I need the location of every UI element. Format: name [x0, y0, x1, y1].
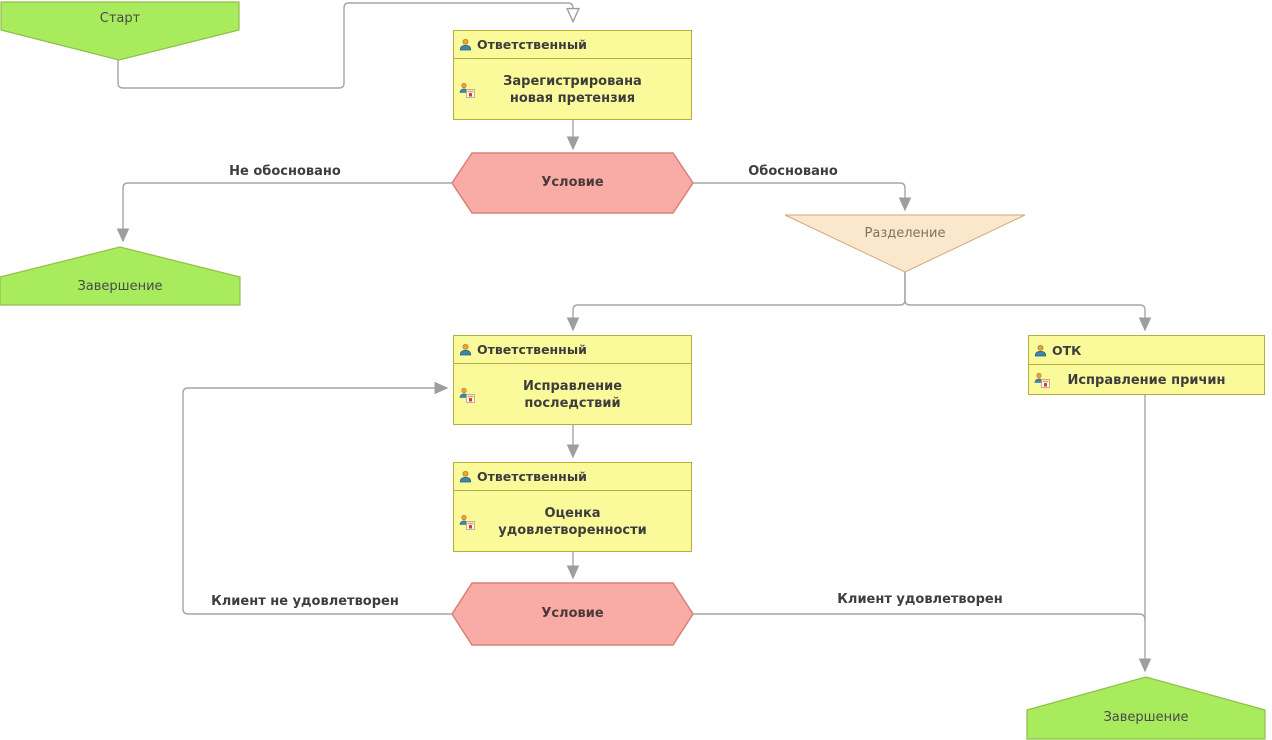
- task-header: Ответственный: [454, 463, 691, 491]
- edge-client-not-satisfied-loop: [182, 381, 452, 615]
- task-action: Исправление последствий: [522, 378, 623, 411]
- task-person-calendar-icon: [459, 513, 476, 530]
- person-icon: [459, 470, 472, 483]
- end-left-label: Завершение: [77, 279, 163, 294]
- task-action: Зарегистрирована новая претензия: [503, 73, 642, 106]
- task-body: Оценка удовлетворенности: [454, 491, 691, 552]
- edge-client-satisfied: [693, 613, 1146, 621]
- task-box-register[interactable]: Ответственный Зарегистрирована новая пре…: [453, 30, 692, 120]
- task-header: Ответственный: [454, 336, 691, 364]
- task-box-satisfaction[interactable]: Ответственный Оценка удовлетворенности: [453, 462, 692, 552]
- task-body: Исправление причин: [1029, 365, 1264, 395]
- start-label: Старт: [99, 11, 141, 26]
- edge-label-client-satisfied: Клиент удовлетворен: [837, 592, 1003, 607]
- end-node-right[interactable]: [1026, 676, 1266, 740]
- edge-split-left: [566, 272, 906, 332]
- edge-label-client-not-satisfied: Клиент не удовлетворен: [211, 594, 399, 609]
- condition-top-label: Условие: [541, 175, 604, 190]
- edge-not-justified: [116, 182, 452, 243]
- end-right-label: Завершение: [1103, 710, 1189, 725]
- task-body: Зарегистрирована новая претензия: [454, 59, 691, 120]
- person-icon: [459, 38, 472, 51]
- task-action: Исправление причин: [1067, 372, 1226, 388]
- start-node[interactable]: [0, 1, 240, 61]
- task-person-calendar-icon: [459, 386, 476, 403]
- person-icon: [459, 343, 472, 356]
- task-person-calendar-icon: [1034, 372, 1051, 389]
- edge-label-justified: Обосновано: [748, 164, 838, 179]
- edge-split-right: [904, 272, 1152, 332]
- edge-justified: [693, 182, 912, 212]
- task-header: Ответственный: [454, 31, 691, 59]
- task-body: Исправление последствий: [454, 364, 691, 425]
- edge-label-not-justified: Не обосновано: [229, 164, 341, 179]
- task-person-calendar-icon: [459, 81, 476, 98]
- task-role: Ответственный: [477, 37, 587, 52]
- task-box-fix-consequences[interactable]: Ответственный Исправление последствий: [453, 335, 692, 425]
- split-node[interactable]: [784, 214, 1026, 273]
- task-role: Ответственный: [477, 469, 587, 484]
- condition-bottom-label: Условие: [541, 606, 604, 621]
- edge-start-to-register: [117, 2, 573, 89]
- end-node-left[interactable]: [0, 246, 241, 306]
- task-action: Оценка удовлетворенности: [498, 505, 647, 538]
- task-role: ОТК: [1052, 342, 1082, 358]
- person-icon: [1034, 344, 1047, 357]
- task-header: ОТК: [1029, 336, 1264, 365]
- task-role: Ответственный: [477, 342, 587, 357]
- split-label: Разделение: [864, 226, 946, 241]
- task-box-fix-causes[interactable]: ОТК Исправление причин: [1028, 335, 1265, 395]
